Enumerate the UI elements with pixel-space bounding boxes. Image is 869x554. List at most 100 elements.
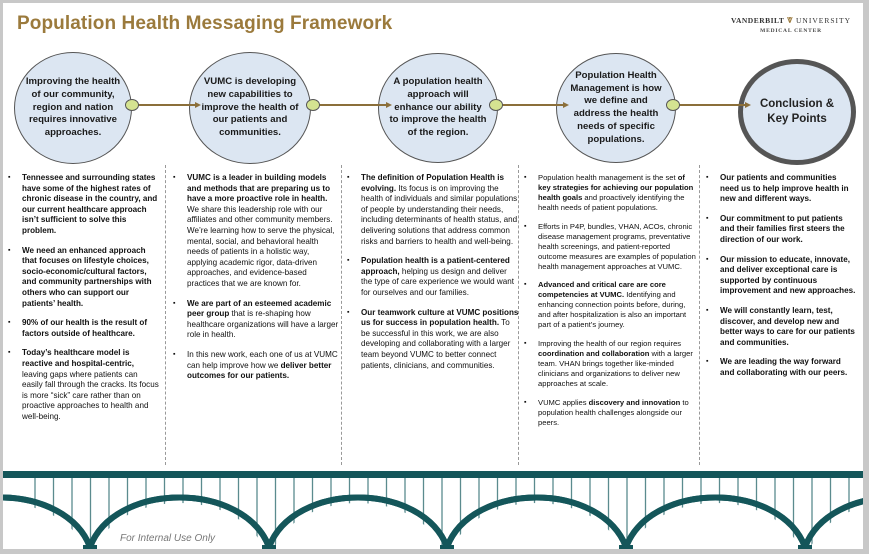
bridge-arch — [802, 498, 863, 549]
bridge-arch — [266, 494, 450, 549]
bullet-text-bold: Our patients and communities need us to … — [720, 173, 849, 204]
connector-4 — [677, 104, 747, 106]
bullet-text-post: Its focus is on improving the health of … — [361, 183, 518, 246]
connector-3 — [500, 104, 565, 106]
bullet-text-pre: Improving the health of our region requi… — [538, 339, 682, 349]
bullet-text-bold: Tennessee and surrounding states have so… — [22, 173, 158, 235]
arrow-1-icon — [195, 101, 201, 108]
column-divider — [518, 165, 519, 465]
internal-use-note: For Internal Use Only — [120, 533, 216, 544]
bullet-text-pre: VUMC applies — [538, 397, 589, 407]
bridge-arch-space — [94, 503, 265, 549]
bridge-arch — [623, 494, 808, 549]
bridge-arch-space — [451, 503, 622, 549]
step-circle-3: A population health approach will enhanc… — [378, 53, 498, 163]
column-5: ▪ Our patients and communities need us to… — [706, 173, 856, 388]
step-circle-2: VUMC is developing new capabilities to i… — [189, 52, 311, 164]
bullet-text-bold: We are part of an esteemed academic peer… — [187, 298, 332, 319]
bullet-item: ▪ Our teamwork culture at VUMC positions … — [347, 308, 519, 372]
step-circle-1: Improving the health of our community, r… — [14, 52, 132, 164]
bullet-text-bold: We are leading the way forward and colla… — [720, 357, 848, 377]
bullet-text-bold: The definition of Population Health is e… — [361, 173, 504, 193]
bullet-item: ▪The definition of Population Health is … — [347, 173, 519, 247]
bullet-text-post: To be successful in this work, we are al… — [361, 318, 511, 370]
step-text: Population Health Management is how we d… — [570, 69, 662, 145]
connector-knob-2 — [306, 99, 320, 111]
step-text: Improving the health of our community, r… — [25, 76, 121, 139]
column-4: ▪ Population health management is the set… — [524, 173, 696, 437]
bullet-text-bold: of key strategies for achieving our popu… — [538, 173, 694, 202]
column-1: ▪ Tennessee and surrounding states have s… — [8, 173, 160, 431]
connector-2 — [318, 104, 388, 106]
step-circle-conclusion: Conclusion & Key Points — [738, 59, 856, 165]
bullet-icon: ▪ — [173, 299, 176, 307]
bullet-icon: ▪ — [524, 398, 527, 406]
bullet-text-bold: Advanced and critical care are core comp… — [538, 280, 666, 300]
arrow-2-icon — [386, 101, 392, 108]
bullet-icon: ▪ — [524, 340, 527, 348]
bullet-item: ▪We are leading the way forward and coll… — [706, 357, 856, 378]
column-divider — [341, 165, 342, 465]
bullet-text-bold: Our teamwork culture at VUMC positions u… — [361, 307, 519, 328]
bullet-text-post: We share this leadership role with our a… — [187, 204, 335, 288]
column-3: ▪ The definition of Population Health is … — [347, 173, 519, 380]
connector-knob-1 — [125, 99, 139, 111]
arrow-4-icon — [745, 101, 751, 108]
bullet-item: ▪ Advanced and critical care are core com… — [524, 280, 696, 330]
bridge-arch-space — [3, 503, 86, 549]
bullet-item: ▪We will constantly learn, test, discove… — [706, 306, 856, 348]
bullet-text-post: Identifying and enhancing connection poi… — [538, 290, 687, 330]
bridge-arch-space — [273, 503, 443, 549]
bridge-pier — [440, 545, 454, 549]
bridge-graphic — [3, 471, 863, 549]
bullet-text-bold: coordination and collaboration — [538, 349, 650, 359]
bullet-icon: ▪ — [8, 349, 11, 357]
bullet-icon: ▪ — [524, 174, 527, 181]
bullet-icon: ▪ — [524, 281, 527, 289]
bullet-text-post: leaving gaps where patients can easily f… — [22, 369, 159, 421]
bullet-icon: ▪ — [706, 306, 709, 314]
bullet-icon: ▪ — [8, 174, 11, 181]
bullet-item: ▪Today’s healthcare model is reactive an… — [8, 348, 160, 422]
bullet-text-bold: 90% of our health is the result of facto… — [22, 318, 148, 338]
bullet-text-post: and proactively identifying the health n… — [538, 192, 685, 212]
bridge-pier — [619, 545, 633, 549]
connector-knob-4 — [666, 99, 680, 111]
bullet-item: ▪Our mission to educate, innovate, and d… — [706, 255, 856, 297]
bullet-icon: ▪ — [347, 257, 350, 265]
bullet-item: ▪ Population health management is the set… — [524, 173, 696, 213]
column-2: ▪ VUMC is a leader in building models and… — [173, 173, 339, 391]
logo-medical-center: MEDICAL CENTER — [760, 28, 822, 34]
bridge-arch — [444, 494, 629, 549]
bridge-arch-space — [630, 503, 801, 549]
arrow-3-icon — [563, 101, 569, 108]
connector-1 — [137, 104, 197, 106]
bullet-item: ▪We need an enhanced approach that focus… — [8, 246, 160, 310]
bullet-text-bold: VUMC is a leader in building models and … — [187, 173, 331, 204]
bullet-icon: ▪ — [706, 255, 709, 263]
column-divider — [165, 165, 166, 465]
vumc-logo: VANDERBILT UNIVERSITY MEDICAL CENTER — [731, 15, 851, 35]
bullet-icon: ▪ — [706, 214, 709, 222]
bullet-text-pre: Population health management is the set — [538, 173, 678, 182]
bullet-item: ▪ Our commitment to put patients and thei… — [706, 214, 856, 246]
step-circle-4: Population Health Management is how we d… — [556, 53, 676, 163]
bullet-text-bold: We need an enhanced approach that focuse… — [22, 245, 152, 308]
column-divider — [699, 165, 700, 465]
logo-vanderbilt: VANDERBILT — [731, 15, 785, 25]
bullet-item: ▪ VUMC is a leader in building models and… — [173, 173, 339, 290]
bullet-item: ▪ Tennessee and surrounding states have s… — [8, 173, 160, 237]
bridge-deck — [3, 471, 863, 478]
step-text: A population health approach will enhanc… — [389, 76, 487, 139]
bullet-text-pre: Efforts in P4P, bundles, VHAN, ACOs, chr… — [538, 221, 696, 271]
bridge-arch — [3, 494, 93, 549]
bullet-icon: ▪ — [347, 308, 350, 316]
bullet-item: ▪Population health is a patient-centered… — [347, 256, 519, 298]
bullet-item: ▪ Improving the health of our region requ… — [524, 339, 696, 389]
bullet-text-bold: discovery and innovation — [588, 397, 681, 407]
bullet-text-bold: Our commitment to put patients and their… — [720, 213, 845, 244]
bullet-icon: ▪ — [173, 174, 176, 181]
bullet-icon: ▪ — [8, 319, 11, 327]
page-title: Population Health Messaging Framework — [17, 13, 393, 34]
bullet-item: ▪ We are part of an esteemed academic pee… — [173, 299, 339, 341]
